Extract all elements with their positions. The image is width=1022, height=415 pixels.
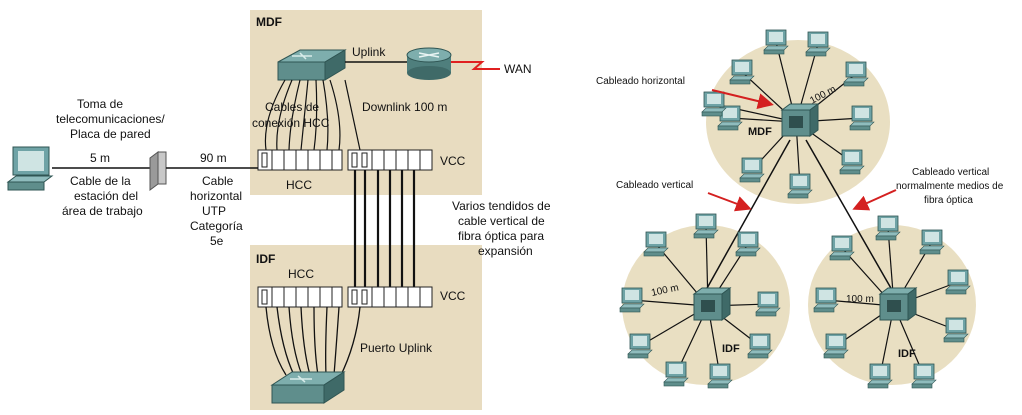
patch-cables	[264, 79, 341, 151]
vertical-label-2: cable vertical de	[458, 214, 545, 228]
workstation-icon	[787, 173, 813, 199]
hcable-label-1: Cable	[202, 174, 234, 188]
idf-left-label: IDF	[722, 343, 740, 355]
vertical-cabling-label: Cableado vertical	[616, 180, 693, 191]
idf-right-label: IDF	[898, 348, 916, 360]
workstation-icon	[867, 363, 893, 389]
workstation-icon	[943, 317, 969, 343]
workstation-icon	[823, 333, 849, 359]
workstation-icon	[945, 269, 971, 295]
wall-plate-icon	[149, 151, 167, 191]
uplink-label: Uplink	[352, 45, 386, 59]
workstation-icon	[839, 149, 865, 175]
workstation-icon	[755, 291, 781, 317]
vertical-fiber-label-2: normalmente medios de	[896, 181, 1004, 192]
idf-switch-icon	[270, 371, 346, 404]
workstation-icon	[6, 146, 54, 191]
outlet-label-3: Placa de pared	[70, 127, 151, 141]
workstation-icon	[619, 287, 645, 313]
wan-link	[451, 61, 500, 70]
workstation-icon	[829, 235, 855, 261]
workstation-icon	[747, 333, 773, 359]
vcc-top-panel	[347, 149, 433, 171]
vertical-fiber-label-1: Cableado vertical	[912, 167, 989, 178]
workstation-icon	[805, 31, 831, 57]
workstations	[619, 29, 971, 389]
work-cable-label-3: área de trabajo	[62, 204, 143, 218]
workstation-icon	[813, 287, 839, 313]
hcc-bottom-panel	[257, 286, 343, 308]
wan-label: WAN	[504, 62, 532, 76]
vertical-label-1: Varios tendidos de	[452, 199, 551, 213]
work-cable-label-2: estación del	[74, 189, 138, 203]
workstation-icon	[763, 29, 789, 55]
uplink-port-label: Puerto Uplink	[360, 341, 433, 355]
workstation-icon	[717, 105, 743, 131]
downlink-label: Downlink 100 m	[362, 100, 447, 114]
mdf-label: MDF	[748, 126, 772, 138]
vcc-bottom-panel	[347, 286, 433, 308]
workstation-icon	[911, 363, 937, 389]
dist-90m-label: 90 m	[200, 151, 227, 165]
vertical-fiber-label-3: fibra óptica	[924, 195, 973, 206]
work-cable-label-1: Cable de la	[70, 174, 131, 188]
workstation-icon	[693, 213, 719, 239]
workstation-icon	[643, 231, 669, 257]
hcc-top-label: HCC	[286, 178, 312, 192]
workstation-icon	[707, 363, 733, 389]
hcc-bottom-label: HCC	[288, 267, 314, 281]
vcc-bottom-label: VCC	[440, 289, 466, 303]
workstation-icon	[875, 215, 901, 241]
patch-cables-label-1: Cables de	[265, 100, 319, 114]
patch-cables-label-2: conexión HCC	[252, 116, 330, 130]
workstation-icon	[735, 231, 761, 257]
router-icon	[406, 47, 452, 80]
vertical-fiber-runs	[353, 170, 416, 287]
idf-right-switch-icon	[878, 287, 918, 321]
workstation-icon	[843, 61, 869, 87]
outlet-label-2: telecomunicaciones/	[56, 112, 165, 126]
hcable-label-4: Categoría	[190, 219, 243, 233]
workstation-icon	[919, 229, 945, 255]
hcable-label-5: 5e	[210, 234, 224, 248]
workstation-icon	[663, 361, 689, 387]
workstation-icon	[849, 105, 875, 131]
left-diagram: MDF IDF Uplink WAN Downlink 100 m	[6, 10, 551, 410]
vcc-top-label: VCC	[440, 154, 466, 168]
mdf-switch-icon	[780, 103, 820, 137]
workstation-icon	[627, 333, 653, 359]
idf-title: IDF	[256, 252, 275, 266]
workstation-icon	[739, 157, 765, 183]
idf-left-switch-icon	[692, 287, 732, 321]
horizontal-cabling-label: Cableado horizontal	[596, 76, 685, 87]
dist-5m-label: 5 m	[90, 151, 110, 165]
right-diagram: MDF IDF IDF 100 m 100 m 100 m Cableado h…	[596, 29, 1004, 389]
idf-patch-cables	[265, 306, 361, 378]
dist-idf-right-label: 100 m	[846, 294, 874, 305]
hcc-top-panel	[257, 149, 343, 171]
hcable-label-2: horizontal	[190, 189, 242, 203]
workstation-icon	[701, 91, 727, 117]
workstation-icon	[729, 59, 755, 85]
vertical-label-4: expansión	[478, 244, 533, 258]
mdf-title: MDF	[256, 15, 282, 29]
outlet-label-1: Toma de	[77, 97, 123, 111]
mdf-switch-icon	[277, 49, 347, 81]
vertical-label-3: fibra óptica para	[458, 229, 544, 243]
hcable-label-3: UTP	[202, 204, 226, 218]
